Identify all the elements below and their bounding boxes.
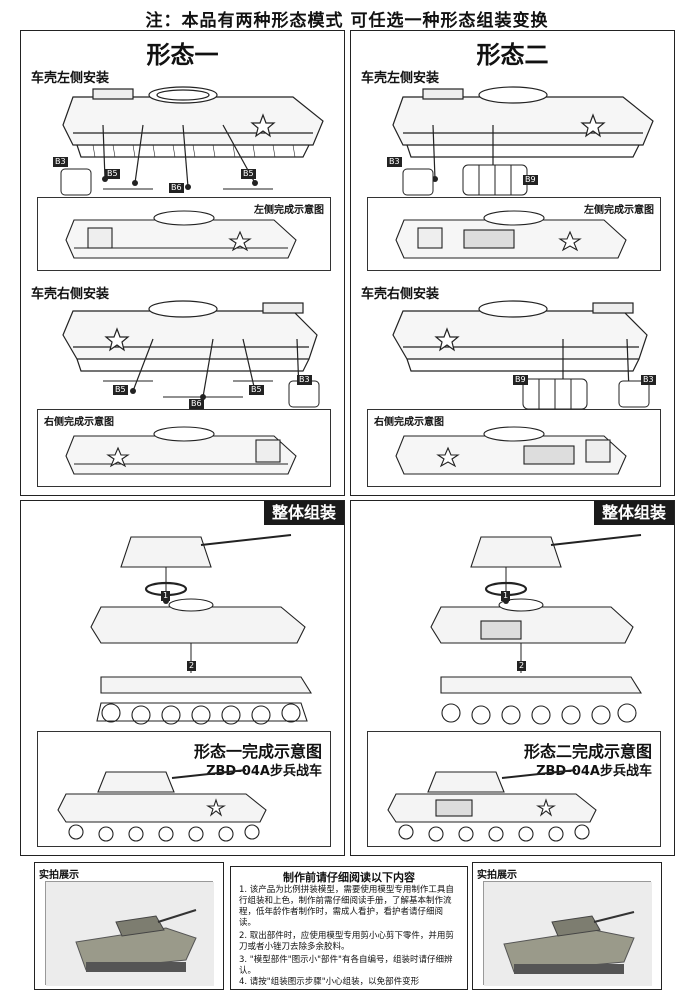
- assembly-right-model-name: ZBD-04A步兵战车: [536, 764, 652, 779]
- mode1-panel: 形态一 车壳左侧安装: [20, 30, 345, 496]
- mode1-left-done-drawing: [65, 210, 297, 259]
- mode1-right-part-b5a: B5: [113, 385, 128, 395]
- assembly-left-exploded-drawing: [90, 534, 312, 725]
- mode1-right-parts-drawing: [103, 380, 320, 408]
- mode2-left-parts-drawing: [402, 164, 528, 196]
- assembly-left-complete-drawing: [57, 769, 267, 842]
- mode1-left-section-label: 车壳左侧安装: [31, 71, 110, 86]
- mode1-left-part-b3: B3: [53, 157, 68, 167]
- assembly-right-panel: 整体组装 1 2 形态二完成示意图 ZBD-04A步兵战车: [350, 500, 675, 856]
- assembly-left-complete-box: 形态一完成示意图 ZBD-04A步兵战车: [37, 731, 331, 847]
- mode2-right-done-box: 右侧完成示意图: [367, 409, 661, 487]
- mode2-left-hull-drawing: [392, 86, 654, 182]
- photo-left-vehicle: [46, 882, 214, 986]
- mode2-right-parts-drawing: [522, 378, 650, 410]
- instruction-item-1: 1. 该产品为比例拼装模型，需要使用模型专用制作工具自行组装和上色，制作前需仔细…: [239, 885, 454, 928]
- photo-right-vehicle: [484, 882, 652, 986]
- mode1-left-part-b5b: B5: [241, 169, 256, 179]
- assembly-right-step-1: 1: [501, 591, 511, 601]
- mode1-right-done-box: 右侧完成示意图: [37, 409, 331, 487]
- mode2-left-done-drawing: [395, 210, 627, 259]
- mode1-right-hull-drawing: [62, 300, 318, 400]
- mode1-left-done-label: 左侧完成示意图: [254, 205, 324, 216]
- photo-left-label: 实拍展示: [39, 870, 79, 881]
- mode2-right-done-label: 右侧完成示意图: [374, 417, 444, 428]
- mode1-right-part-b6: B6: [189, 399, 204, 409]
- mode2-right-done-drawing: [395, 426, 627, 475]
- mode1-left-part-b6: B6: [169, 183, 184, 193]
- assembly-left-complete-title: 形态一完成示意图: [193, 742, 322, 761]
- mode2-title: 形态二: [476, 41, 549, 69]
- mode2-panel: 形态二 车壳左侧安装 B3 B9 左侧完成示意图: [350, 30, 675, 496]
- assembly-right-complete-drawing: [387, 769, 597, 842]
- mode1-left-done-box: 左侧完成示意图: [37, 197, 331, 271]
- mode1-right-part-b5b: B5: [249, 385, 264, 395]
- assembly-right-complete-box: 形态二完成示意图 ZBD-04A步兵战车: [367, 731, 661, 847]
- mode2-left-done-box: 左侧完成示意图: [367, 197, 661, 271]
- instructions-panel: 制作前请仔细阅读以下内容 1. 该产品为比例拼装模型，需要使用模型专用制作工具自…: [230, 866, 468, 990]
- assembly-right-exploded-drawing: [430, 534, 642, 725]
- mode1-left-part-b5a: B5: [105, 169, 120, 179]
- photo-left-panel: 实拍展示: [34, 862, 224, 990]
- assembly-left-panel: 整体组装 1 2 形态一完成示意图 ZBD-04A步兵战车: [20, 500, 345, 856]
- mode1-right-done-drawing: [65, 426, 297, 475]
- assembly-left-header: 整体组装: [263, 501, 344, 525]
- mode2-left-part-b3: B3: [387, 157, 402, 167]
- mode1-right-part-b3: B3: [297, 375, 312, 385]
- instructions-title: 制作前请仔细阅读以下内容: [283, 871, 415, 884]
- instruction-item-3: 3. "模型部件"图示小"部件"有各自编号，组装时请仔细辨认。: [239, 955, 453, 976]
- mode2-left-section-label: 车壳左侧安装: [361, 71, 440, 86]
- assembly-left-step-1: 1: [161, 591, 171, 601]
- mode1-right-done-label: 右侧完成示意图: [44, 417, 114, 428]
- mode2-right-section-label: 车壳右侧安装: [361, 287, 440, 302]
- mode1-right-section-label: 车壳右侧安装: [31, 287, 110, 302]
- photo-right-panel: 实拍展示: [472, 862, 662, 990]
- assembly-right-complete-title: 形态二完成示意图: [523, 742, 652, 761]
- mode1-left-hull-drawing: [62, 86, 324, 190]
- instruction-item-4: 4. 请按"组装图示步骤"小心组装，以免部件变形: [239, 977, 420, 987]
- photo-right-image: [483, 881, 652, 986]
- mode2-right-part-b9: B9: [513, 375, 528, 385]
- assembly-right-header: 整体组装: [593, 501, 674, 525]
- photo-right-label: 实拍展示: [477, 870, 517, 881]
- mode2-left-part-b9: B9: [523, 175, 538, 185]
- mode2-left-done-label: 左侧完成示意图: [584, 205, 654, 216]
- mode1-title: 形态一: [146, 41, 219, 69]
- instruction-item-2: 2. 取出部件时，应使用模型专用剪小心剪下零件，并用剪刀或者小锉刀去除多余胶料。: [239, 931, 454, 952]
- mode2-right-part-b3: B3: [641, 375, 656, 385]
- assembly-left-model-name: ZBD-04A步兵战车: [206, 764, 322, 779]
- assembly-left-step-2: 2: [187, 661, 197, 671]
- photo-left-image: [45, 881, 214, 986]
- header-note: 注：本品有两种形态模式 可任选一种形态组装变换: [145, 11, 549, 31]
- assembly-right-step-2: 2: [517, 661, 527, 671]
